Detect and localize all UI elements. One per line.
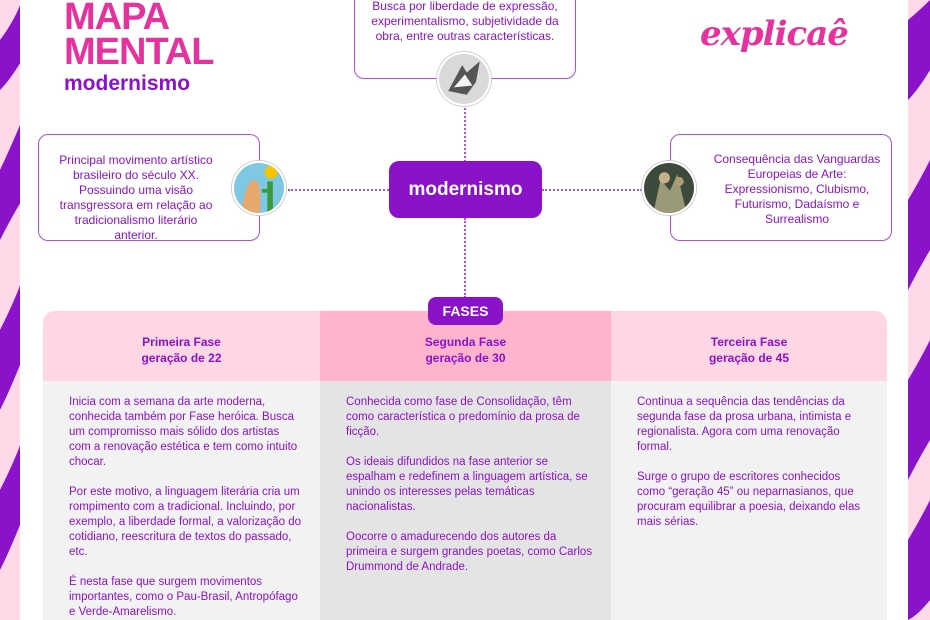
phase-title-2: Segunda Fase xyxy=(424,335,507,349)
phase-subtitle-2: geração de 30 xyxy=(425,351,506,365)
phase-1-paragraph: É nesta fase que surgem movimentos impor… xyxy=(69,576,298,618)
phase-3-paragraph: Surge o grupo de escritores conhecidos c… xyxy=(637,471,861,528)
phase-body-1: Inicia com a semana da arte moderna, con… xyxy=(43,381,320,620)
connector-bottom xyxy=(464,218,466,298)
center-node: modernismo xyxy=(389,161,542,218)
phase-title-1: Primeira Fase xyxy=(142,335,221,349)
node-definition-text: Principal movimento artístico brasileiro… xyxy=(59,153,213,242)
phase-3-paragraph: Continua a sequência das tendências da s… xyxy=(637,396,852,453)
connector-left xyxy=(288,189,389,191)
phase-column-1: Primeira Fase geração de 22 Inicia com a… xyxy=(43,311,320,620)
phase-title-3: Terceira Fase xyxy=(710,335,788,349)
node-vanguards-text: Consequência das Vanguardas Europeias de… xyxy=(713,152,881,226)
phase-2-paragraph: Oocorre o amadurecendo dos autores da pr… xyxy=(346,531,593,573)
connector-top xyxy=(464,80,466,162)
brand-logo: explicaê xyxy=(700,14,849,54)
phase-column-3: Terceira Fase geração de 45 Continua a s… xyxy=(611,311,887,620)
phase-body-3: Continua a sequência das tendências da s… xyxy=(611,381,887,620)
fases-label: FASES xyxy=(428,297,503,325)
phase-header-1: Primeira Fase geração de 22 xyxy=(43,311,320,381)
phase-2-paragraph: Os ideais difundidos na fase anterior se… xyxy=(346,456,588,513)
phase-column-2: Segunda Fase geração de 30 Conhecida com… xyxy=(320,311,611,620)
image-painting-cubist xyxy=(642,161,696,215)
image-painting-abaporu xyxy=(232,161,286,215)
title-line-2: MENTAL xyxy=(64,31,214,73)
phase-subtitle-3: geração de 45 xyxy=(708,351,790,365)
title-subtitle: modernismo xyxy=(64,72,191,95)
connector-right xyxy=(542,189,642,191)
title-block: MAPA MENTAL modernismo xyxy=(64,0,214,96)
node-vanguards: Consequência das Vanguardas Europeias de… xyxy=(670,134,892,241)
node-characteristics-text: Busca por liberdade de expressão, experi… xyxy=(371,0,559,43)
title-line-1: MAPA xyxy=(64,0,170,38)
image-sculpture xyxy=(437,52,491,106)
phase-body-2: Conhecida como fase de Consolidação, têm… xyxy=(320,381,611,620)
phases-table: Primeira Fase geração de 22 Inicia com a… xyxy=(43,311,887,620)
phase-subtitle-1: geração de 22 xyxy=(141,351,222,365)
phase-1-paragraph: Inicia com a semana da arte moderna, con… xyxy=(69,396,298,468)
phase-1-paragraph: Por este motivo, a linguagem literária c… xyxy=(69,486,302,558)
phase-header-3: Terceira Fase geração de 45 xyxy=(611,311,887,381)
node-definition: Principal movimento artístico brasileiro… xyxy=(38,134,260,242)
phase-2-paragraph: Conhecida como fase de Consolidação, têm… xyxy=(346,396,580,438)
